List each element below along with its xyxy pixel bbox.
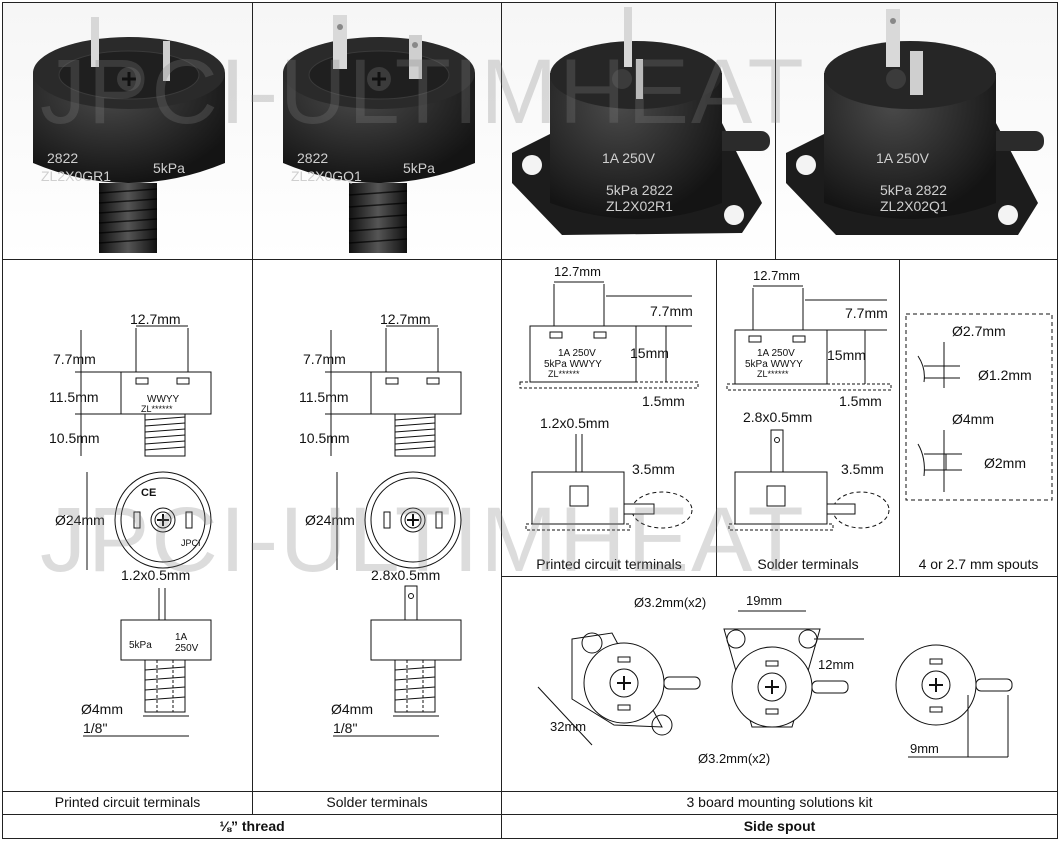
thread-pc-mark-brand: JPCI [181,538,201,548]
thread-pc-mark-date: WWYY [147,394,180,405]
drawing-thread-pc-svg: 12.7mm 7.7mm 11.5mm 10.5mm WWYY ZL******… [49,311,212,737]
photo-thread-solder-drawing: 2822 ZL2X0GQ1 5kPa [283,15,475,253]
spout-a-dim-outer: Ø2.7mm [952,323,1006,339]
thread-pc-dim-diameter: Ø24mm [55,512,105,528]
thread-solder-dim-outlet: Ø4mm [331,701,373,717]
photo-thread-pc: 2822 ZL2X0GR1 5kPa [2,2,253,260]
photo-thread-solder-line1: 2822 [297,150,328,166]
side-pc-dim-spout: 3.5mm [632,461,675,477]
drawing-thread-solder-svg: 12.7mm 7.7mm 11.5mm 10.5mm Ø24mm 2.8x0.5… [299,311,462,737]
photo-thread-pc-drawing: 2822 ZL2X0GR1 5kPa [33,17,225,253]
thread-pc-mark-ce: CE [141,487,156,499]
photo-thread-solder-line2: ZL2X0GQ1 [291,168,362,184]
photo-thread-pc-line1: 2822 [47,150,78,166]
thread-solder-dim-thread: 10.5mm [299,430,350,446]
thread-pc-dim-thread: 10.5mm [49,430,100,446]
thread-pc-dim-fitting: 1/8" [83,720,107,736]
thread-solder-dim-diameter: Ø24mm [305,512,355,528]
side-pc-mark-rating: 1A 250V [558,348,596,359]
side-solder-dim-width: 12.7mm [753,268,800,283]
thread-pc-dim-pin: 7.7mm [53,351,96,367]
drawing-spouts-svg: Ø2.7mm Ø1.2mm Ø4mm Ø2mm [905,313,1053,501]
side-solder-dim-base: 1.5mm [839,393,882,409]
side-solder-dim-height: 15mm [827,347,866,363]
side-solder-mark-line: 5kPa WWYY [745,359,803,370]
drawing-thread-pc: 12.7mm 7.7mm 11.5mm 10.5mm WWYY ZL******… [2,259,253,810]
caption-spouts: 4 or 2.7 mm spouts [918,556,1039,572]
photo-thread-pc-line2: ZL2X0GR1 [41,168,111,184]
caption-thread-cell: ⅛” thread [2,814,502,839]
thread-pc-dim-outlet: Ø4mm [81,701,123,717]
photo-side-solder-rating: 1A 250V [876,150,930,166]
photo-side-pc-line2: ZL2X02R1 [606,198,673,214]
drawing-side-solder-svg: 12.7mm 7.7mm 1A 250V 5kPa WWYY ZL****** … [726,268,892,531]
mount-dim-spacing: 19mm [746,593,782,608]
caption-side-spout-cell: Side spout [501,814,1058,839]
side-pc-dim-terminal: 1.2x0.5mm [540,415,609,431]
photo-side-solder: 1A 250V 5kPa 2822 ZL2X02Q1 [775,2,1058,260]
thread-pc-dim-terminal: 1.2x0.5mm [121,567,190,583]
caption-pc-left-text: Printed circuit terminals [54,794,201,810]
side-pc-mark-line: 5kPa WWYY [544,359,602,370]
spout-a-dim-inner: Ø1.2mm [978,367,1032,383]
caption-mounting-cell: 3 board mounting solutions kit [501,791,1058,815]
spout-b-dim-inner: Ø2mm [984,455,1026,471]
drawing-spouts: Ø2.7mm Ø1.2mm Ø4mm Ø2mm 4 or 2.7 mm spou… [899,259,1058,577]
caption-solder-terminals-right: Solder terminals [757,556,859,572]
caption-thread: ⅛” thread [219,818,285,834]
caption-pc-left-cell: Printed circuit terminals [2,791,253,815]
thread-solder-dim-pin: 7.7mm [303,351,346,367]
photo-side-solder-line1: 5kPa 2822 [880,182,947,198]
photo-thread-pc-pressure: 5kPa [153,160,185,176]
thread-pc-dim-width: 12.7mm [130,311,181,327]
mount-dim-offset: 12mm [818,657,854,672]
thread-solder-dim-body: 11.5mm [299,389,349,405]
thread-solder-dim-width: 12.7mm [380,311,431,327]
caption-side-spout: Side spout [743,818,816,834]
thread-solder-dim-fitting: 1/8" [333,720,357,736]
side-solder-dim-terminal: 2.8x0.5mm [743,409,812,425]
photo-side-solder-drawing: 1A 250V 5kPa 2822 ZL2X02Q1 [786,9,1044,235]
side-solder-dim-spout: 3.5mm [841,461,884,477]
drawing-side-solder: 12.7mm 7.7mm 1A 250V 5kPa WWYY ZL****** … [716,259,900,577]
spout-b-dim-outer: Ø4mm [952,411,994,427]
drawing-side-pc: 12.7mm 7.7mm 1A 250V 5kPa WWYY ZL****** … [501,259,717,577]
photo-thread-solder-pressure: 5kPa [403,160,435,176]
mount-dim-hole-bottom: Ø3.2mm(x2) [698,751,770,766]
photo-side-solder-line2: ZL2X02Q1 [880,198,948,214]
side-pc-dim-pin: 7.7mm [650,303,693,319]
thread-solder-dim-terminal: 2.8x0.5mm [371,567,440,583]
side-solder-mark-code: ZL****** [757,369,789,379]
drawing-mounting-svg: Ø3.2mm(x2) 19mm 32mm Ø3.2mm(x2) 12mm [537,593,1013,766]
mount-dim-hole-top: Ø3.2mm(x2) [634,595,706,610]
drawing-thread-solder: 12.7mm 7.7mm 11.5mm 10.5mm Ø24mm 2.8x0.5… [252,259,502,810]
side-solder-mark-rating: 1A 250V [757,348,795,359]
photo-side-pc-line1: 5kPa 2822 [606,182,673,198]
caption-mounting: 3 board mounting solutions kit [686,794,873,810]
thread-pc-dim-body: 11.5mm [49,389,99,405]
drawing-mounting: Ø3.2mm(x2) 19mm 32mm Ø3.2mm(x2) 12mm [501,576,1058,792]
photo-thread-solder: 2822 ZL2X0GQ1 5kPa [252,2,502,260]
side-pc-dim-width: 12.7mm [554,264,601,279]
photo-side-pc-rating: 1A 250V [602,150,656,166]
side-pc-mark-code: ZL****** [548,369,580,379]
drawing-side-pc-svg: 12.7mm 7.7mm 1A 250V 5kPa WWYY ZL****** … [519,264,699,531]
mount-dim-spout: 9mm [910,741,939,756]
mount-dim-diag: 32mm [550,719,586,734]
side-pc-dim-base: 1.5mm [642,393,685,409]
caption-solder-left-text: Solder terminals [326,794,428,810]
side-pc-dim-height: 15mm [630,345,669,361]
thread-pc-mark-pressure: 5kPa [129,640,152,651]
caption-solder-left-cell: Solder terminals [252,791,502,815]
photo-side-pc-drawing: 1A 250V 5kPa 2822 ZL2X02R1 [512,7,770,235]
thread-pc-mark-code: ZL****** [141,404,173,414]
caption-pc-terminals-right: Printed circuit terminals [536,556,682,572]
side-solder-dim-pin: 7.7mm [845,305,888,321]
photo-side-pc: 1A 250V 5kPa 2822 ZL2X02R1 [501,2,776,260]
